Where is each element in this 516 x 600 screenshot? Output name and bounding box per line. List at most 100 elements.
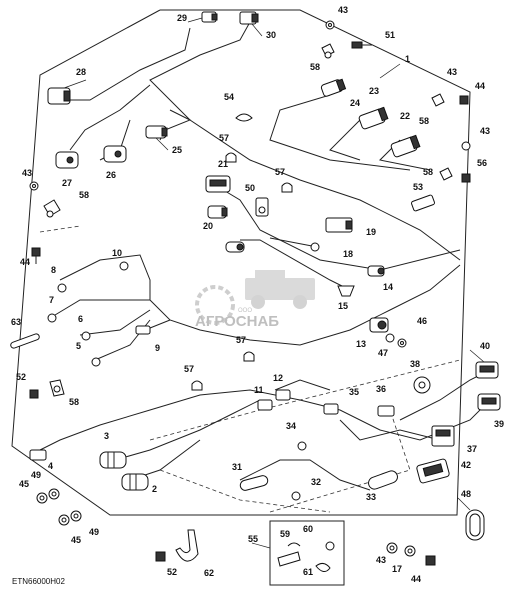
connector-39-icon [477, 393, 501, 411]
callout-c57b: 57 [275, 167, 285, 177]
callout-c32: 32 [311, 477, 321, 487]
callout-c39: 39 [494, 419, 504, 429]
clip-58c-icon [439, 167, 453, 181]
seal-48-icon [465, 509, 485, 541]
tube-63-icon [10, 333, 40, 349]
sensor-icon [225, 241, 245, 253]
callout-c20: 20 [203, 221, 213, 231]
callout-c31: 31 [232, 462, 242, 472]
harness-frame [11, 9, 471, 516]
callout-c34: 34 [286, 421, 296, 431]
callout-c44a: 44 [475, 81, 485, 91]
connector-15-icon [337, 285, 355, 297]
callout-c5: 5 [76, 341, 81, 351]
connector-9-icon [135, 325, 151, 335]
callout-c28: 28 [76, 67, 86, 77]
connector-23-icon [358, 106, 389, 130]
bolt-44-icon [31, 247, 41, 264]
callout-c56: 56 [477, 158, 487, 168]
connector-2-icon [121, 473, 149, 491]
connector-4-icon [29, 449, 47, 461]
callout-c43b: 43 [447, 67, 457, 77]
callout-c55: 55 [248, 534, 258, 544]
callout-c61: 61 [303, 567, 313, 577]
grommet-38-icon [413, 376, 431, 394]
connector-53-icon [411, 194, 435, 212]
bolt-44c-icon [425, 555, 436, 566]
callout-c26: 26 [106, 170, 116, 180]
callout-c58a: 58 [310, 62, 320, 72]
callout-c9: 9 [155, 343, 160, 353]
relay-37-icon [431, 425, 455, 447]
washer-45a-icon [36, 492, 48, 504]
clip-57d-icon [191, 380, 203, 391]
callout-c51: 51 [385, 30, 395, 40]
ring-terminal-18-icon [269, 237, 320, 252]
connector-30-icon [239, 11, 259, 25]
callout-c10: 10 [112, 248, 122, 258]
callout-c44b: 44 [20, 257, 30, 267]
callout-c33: 33 [366, 492, 376, 502]
callout-c52a: 52 [16, 372, 26, 382]
connector-26-icon [103, 145, 127, 163]
callout-c63: 63 [11, 317, 21, 327]
washer-49b-icon [70, 510, 82, 522]
clamp-62-icon [175, 529, 199, 562]
ring-terminal-5-icon [91, 357, 101, 367]
connector-28-icon [47, 87, 71, 105]
callout-c50: 50 [245, 183, 255, 193]
nut-46-icon [397, 338, 407, 348]
connector-35-icon [323, 403, 339, 415]
clip-57c-icon [243, 351, 255, 362]
bracket-50-icon [255, 197, 269, 217]
callout-c40: 40 [480, 341, 490, 351]
nut-43b-icon [29, 181, 39, 191]
callout-c29: 29 [177, 13, 187, 23]
callout-c11: 11 [254, 385, 264, 395]
connector-25-icon [145, 125, 168, 139]
callout-c24: 24 [350, 98, 360, 108]
screw-51-icon [351, 41, 372, 49]
watermark-name: АГРОСНАБ [195, 313, 279, 330]
clip-58-icon [321, 43, 335, 59]
callout-c37: 37 [467, 444, 477, 454]
callout-c18: 18 [343, 249, 353, 259]
ring-terminal-7-icon [47, 313, 57, 323]
callout-c59: 59 [280, 529, 290, 539]
nut-43-icon [325, 20, 335, 30]
callout-c21: 21 [218, 159, 228, 169]
callout-c49b: 49 [89, 527, 99, 537]
callout-c38: 38 [410, 359, 420, 369]
callout-c54: 54 [224, 92, 234, 102]
ring-terminal-34-icon [297, 441, 307, 451]
callout-c3: 3 [104, 431, 109, 441]
connector-40-icon [475, 361, 499, 379]
clip-58e-icon [49, 379, 65, 397]
callout-c7: 7 [49, 295, 54, 305]
connector-42-icon [416, 458, 450, 484]
callout-c6: 6 [78, 314, 83, 324]
callout-c58b: 58 [419, 116, 429, 126]
callout-c42: 42 [461, 460, 471, 470]
connector-12-icon [275, 389, 291, 401]
ring-terminal-6-icon [81, 331, 91, 341]
callout-c43e: 43 [376, 555, 386, 565]
callout-c48: 48 [461, 489, 471, 499]
connector-14-icon [367, 265, 385, 277]
grommet-54-icon [235, 113, 253, 122]
connector-19-icon [325, 217, 353, 233]
callout-c17: 17 [392, 564, 402, 574]
callout-c58e: 58 [69, 397, 79, 407]
washer-47-icon [385, 333, 395, 343]
clip-57a-icon [225, 152, 237, 163]
callout-c57a: 57 [219, 133, 229, 143]
ring-terminal-32-icon [291, 491, 301, 501]
callout-c2: 2 [152, 484, 157, 494]
sleeve-31-icon [239, 475, 269, 491]
harness-wires [39, 21, 491, 491]
connector-13-icon [369, 317, 389, 333]
connector-3-icon [99, 451, 127, 469]
callout-c1: 1 [405, 54, 410, 64]
